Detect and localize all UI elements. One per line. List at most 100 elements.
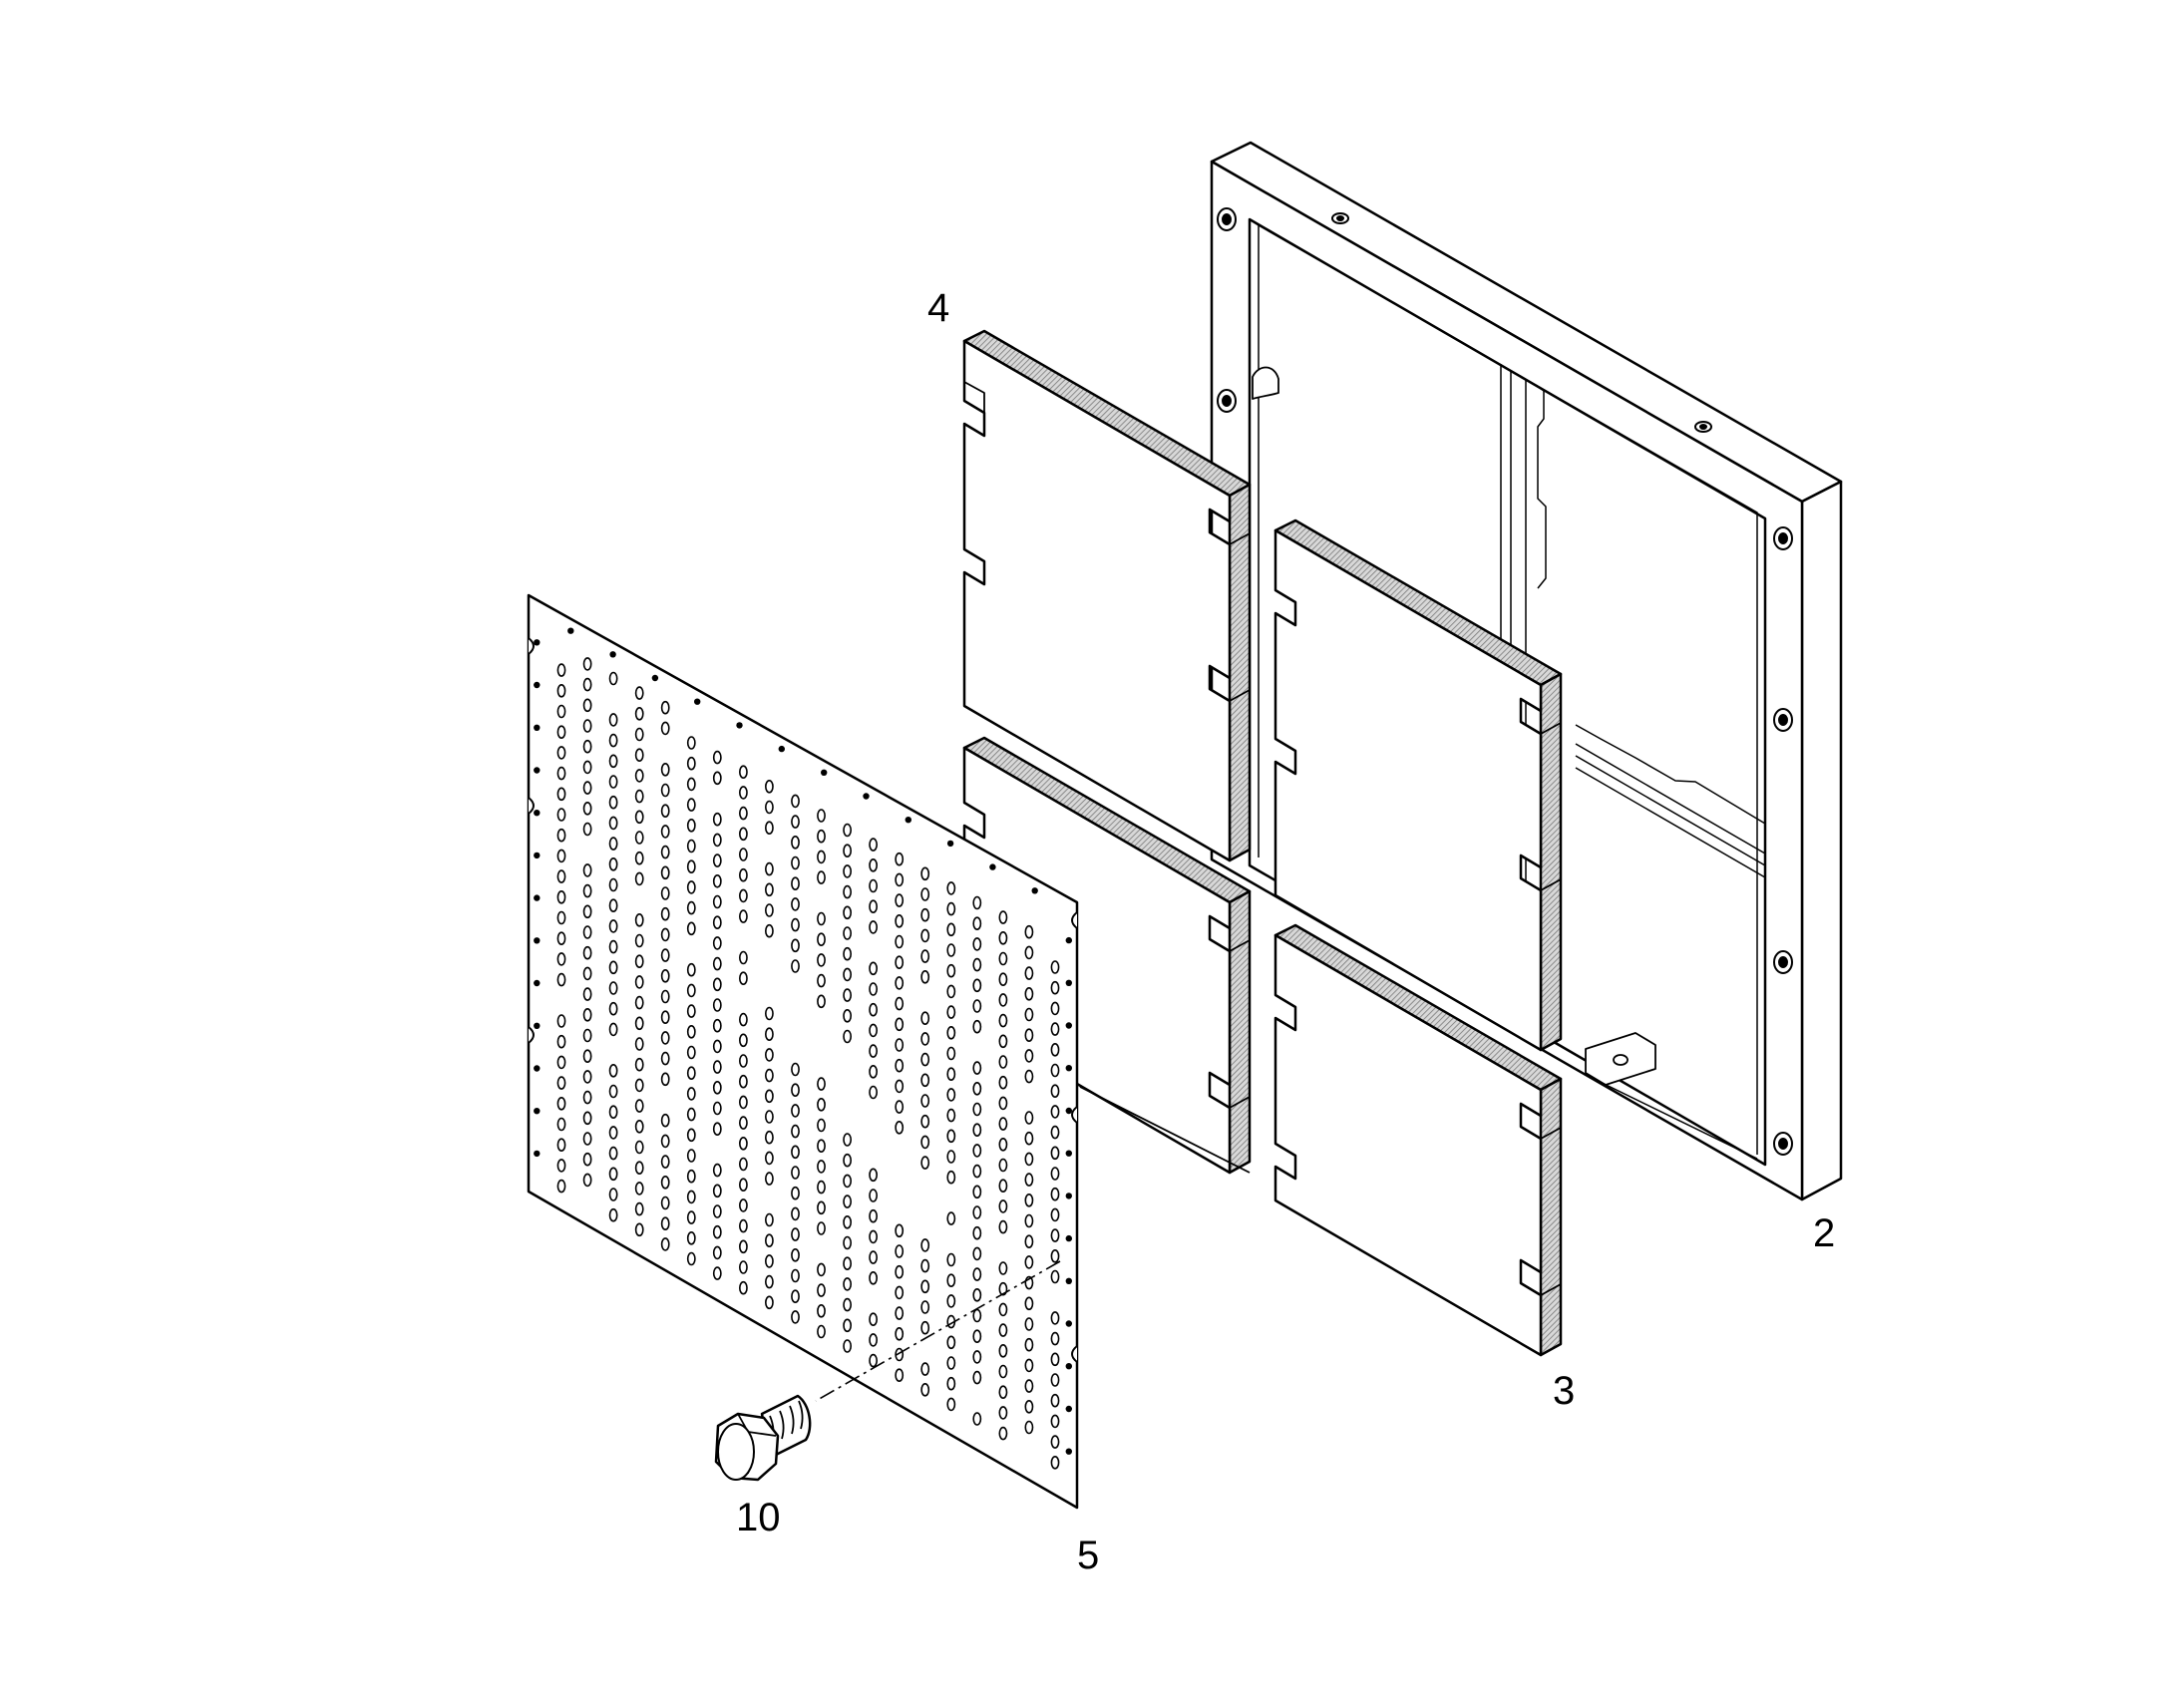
perforation-hole (660, 1176, 670, 1190)
perforation-hole (556, 663, 566, 677)
perforation-hole (634, 1140, 644, 1155)
perforation-hole (998, 1426, 1008, 1441)
perforation-hole (686, 983, 696, 998)
perforation-hole (972, 978, 982, 993)
perforation-hole (946, 1273, 956, 1287)
perforation-hole (660, 1216, 670, 1230)
perforation-hole (712, 1224, 722, 1239)
perforation-hole (1024, 1213, 1034, 1228)
perforation-hole (920, 1032, 930, 1046)
edge-dot (1065, 1448, 1073, 1455)
perforation-hole (791, 1124, 800, 1139)
perforation-hole (920, 1300, 930, 1314)
bolt-axis-line (815, 1260, 1061, 1402)
perforation-hole (556, 1117, 566, 1132)
perforation-hole (739, 888, 748, 903)
perforation-hole (582, 863, 592, 877)
perforation-hole (817, 1221, 826, 1235)
perforation-hole (712, 771, 722, 786)
perforation-hole (895, 1327, 905, 1341)
perforation-hole (791, 1083, 800, 1097)
perforation-hole (998, 1199, 1008, 1213)
perforation-hole (869, 899, 878, 914)
perforation-hole (660, 825, 670, 839)
perforation-hole (920, 1258, 930, 1273)
perforation-hole (1024, 1152, 1034, 1167)
perforation-hole (608, 1022, 618, 1037)
perforation-hole (556, 1179, 566, 1194)
perforation-hole (686, 1107, 696, 1122)
perforation-hole (660, 762, 670, 777)
perforation-hole (998, 1179, 1008, 1193)
insulation-pad-lower-left (962, 736, 1252, 1175)
perforation-hole (765, 1048, 774, 1062)
perforation-hole (686, 818, 696, 833)
perforation-hole (1024, 1358, 1034, 1373)
perforation-hole (895, 1285, 905, 1300)
perforation-hole (660, 886, 670, 900)
perforation-hole (895, 1223, 905, 1238)
perforation-hole (869, 1271, 878, 1285)
perforation-hole (843, 1277, 852, 1291)
perforation-hole (556, 1138, 566, 1152)
perforation-hole (634, 1037, 644, 1051)
perforation-hole (686, 1231, 696, 1245)
perforation-hole (1024, 1069, 1034, 1084)
perforation-hole (686, 1149, 696, 1163)
perforation-hole (765, 861, 774, 876)
perforation-hole (895, 1264, 905, 1279)
perforation-hole (895, 913, 905, 928)
perforation-hole (920, 1094, 930, 1108)
perforation-hole (556, 1097, 566, 1111)
perforation-hole (556, 849, 566, 863)
edge-dot (821, 769, 828, 776)
perforation-hole (765, 800, 774, 815)
perforation-hole (712, 1245, 722, 1260)
perforation-hole (895, 976, 905, 990)
perforation-hole (634, 1078, 644, 1093)
perforation-hole (998, 1034, 1008, 1049)
edge-dot (1065, 979, 1073, 986)
edge-dot (567, 627, 574, 634)
perforation-hole (817, 850, 826, 864)
perforation-hole (739, 1198, 748, 1212)
edge-dot (1065, 1405, 1073, 1413)
perforation-hole (843, 1339, 852, 1353)
perforation-hole (895, 1244, 905, 1258)
perforation-hole (608, 1207, 618, 1222)
perforation-hole (972, 1123, 982, 1137)
perforation-hole (739, 971, 748, 986)
perforation-hole (1024, 1194, 1034, 1207)
edge-dot (534, 894, 541, 901)
perforation-hole (791, 1166, 800, 1180)
callout-10: 10 (736, 1496, 781, 1539)
perforation-hole (739, 1137, 748, 1151)
edge-dot (1065, 1363, 1073, 1370)
perforation-hole (765, 1130, 774, 1145)
perforation-hole (972, 1370, 982, 1385)
perforation-hole (660, 948, 670, 962)
perforation-hole (817, 1139, 826, 1153)
perforation-hole (869, 1065, 878, 1079)
edge-dot (534, 810, 541, 817)
perforation-hole (556, 1076, 566, 1090)
perforation-hole (1050, 1187, 1060, 1201)
perforation-hole (869, 1023, 878, 1038)
perforation-hole (582, 1007, 592, 1022)
perforation-hole (739, 1157, 748, 1172)
perforation-hole (634, 995, 644, 1010)
perforation-hole (843, 1153, 852, 1168)
perforated-cover (527, 593, 1079, 1510)
perforation-hole (817, 1077, 826, 1091)
perforation-hole (946, 1376, 956, 1391)
perforation-hole (972, 1246, 982, 1261)
perforation-hole (1050, 960, 1060, 974)
perforation-hole (608, 898, 618, 913)
perforation-hole (843, 1297, 852, 1312)
perforation-hole (946, 984, 956, 999)
perforation-hole (972, 1267, 982, 1281)
perforation-hole (556, 725, 566, 740)
perforation-hole (556, 931, 566, 946)
perforation-hole (634, 912, 644, 927)
